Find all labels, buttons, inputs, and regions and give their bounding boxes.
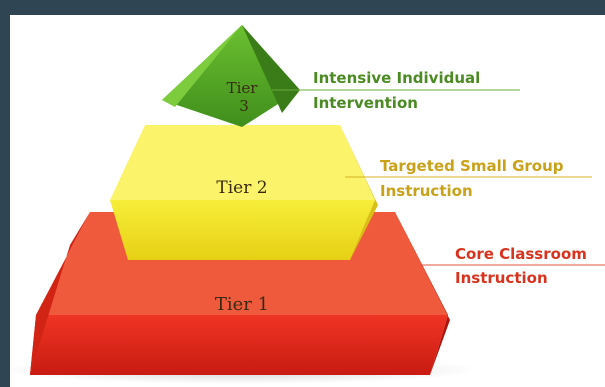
tier-3-left-face [162, 25, 242, 107]
tier-3-side-face [242, 25, 300, 113]
tier-3-front-face [162, 25, 300, 127]
tier-3-block [162, 25, 300, 127]
callout-tier-1: Core Classroom Instruction [420, 245, 605, 287]
callout-tier-3: Intensive Individual Intervention [272, 69, 520, 112]
callout-tier-1-line1: Core Classroom [455, 245, 587, 263]
tier-2-label: Tier 2 [216, 178, 267, 198]
callout-tier-3-line2: Intervention [313, 94, 418, 112]
tier-2-front-face [110, 200, 375, 260]
tier-1-front-face [30, 315, 448, 375]
tier-1-label: Tier 1 [215, 294, 269, 315]
callout-tier-3-line1: Intensive Individual [313, 69, 480, 87]
tier-2-block [110, 125, 378, 260]
diagram-canvas: Tier 3 Tier 2 Tier 1 Intensive Individua… [10, 15, 605, 387]
tier-2-top-face [110, 125, 375, 200]
callout-tier-2-line1: Targeted Small Group [380, 157, 564, 175]
callout-tier-2: Targeted Small Group Instruction [345, 157, 592, 200]
callout-tier-1-line2: Instruction [455, 269, 548, 287]
callout-tier-2-line2: Instruction [380, 182, 473, 200]
tier-pyramid-diagram: Tier 3 Tier 2 Tier 1 Intensive Individua… [10, 25, 605, 384]
tier-3-label-line1: Tier [227, 79, 259, 97]
tier-3-label-line2: 3 [239, 97, 249, 115]
